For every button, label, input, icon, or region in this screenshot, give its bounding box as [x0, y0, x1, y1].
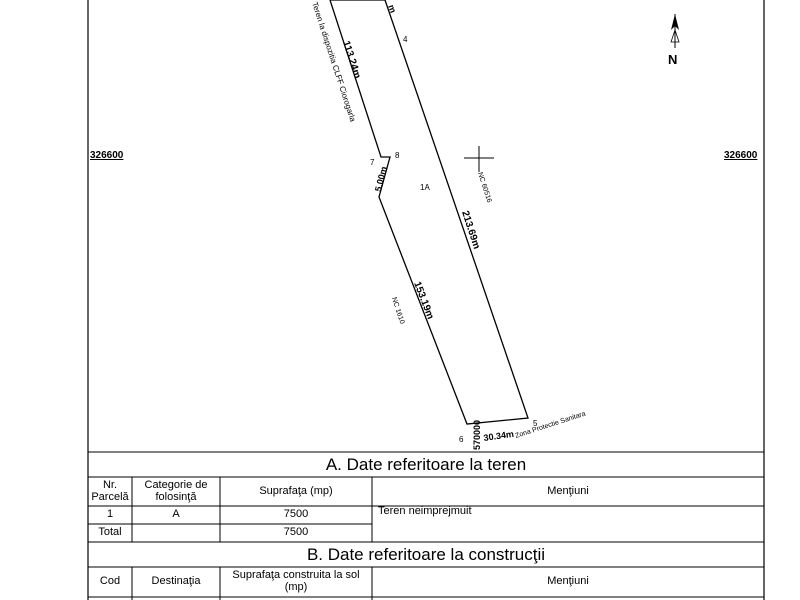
label-zona-protectie: Zona Protectie Sanitara — [514, 410, 586, 439]
section-b-title: B. Date referitoare la construcţii — [306, 544, 546, 564]
point-label-8: 8 — [395, 151, 400, 160]
section-a-total-label: Total — [98, 526, 122, 539]
section-a-row1-nr: 1 — [106, 508, 114, 521]
section-b-header-suprafata-construita: Suprafaţa construita la sol (mp) — [232, 569, 360, 593]
label-top-m: m — [386, 3, 398, 14]
grid-cross-marker-icon — [464, 146, 494, 172]
label-570000: 570000 — [472, 420, 482, 450]
section-a-header-mentiuni: Menţiuni — [547, 484, 589, 497]
grid-coordinate-right: 326600 — [724, 150, 758, 161]
section-a-row1-mentiuni: Teren neimprejmuit — [378, 505, 472, 517]
point-label-6: 6 — [459, 435, 464, 444]
section-a-total-suprafata: 7500 — [283, 526, 309, 539]
label-nc-1610: NC 1610 — [390, 296, 405, 325]
label-5-00m: 5.00m — [373, 165, 389, 192]
section-a-header-categorie: Categorie de folosinţă — [144, 478, 208, 503]
section-b-header-mentiuni: Menţiuni — [547, 575, 589, 588]
section-b-header-destinatia: Destinaţia — [151, 575, 201, 588]
section-a-row1-categorie: A — [172, 508, 180, 521]
point-label-4: 4 — [403, 35, 408, 44]
label-30-34m: 30.34m — [483, 429, 515, 443]
north-arrow-icon — [670, 14, 680, 48]
section-a-header-suprafata: Suprafaţa (mp) — [259, 484, 333, 497]
point-label-5: 5 — [533, 419, 538, 428]
section-b-header-cod: Cod — [99, 575, 121, 588]
label-nc-60516: NC 60516 — [476, 171, 492, 203]
section-a-row1-suprafata: 7500 — [283, 508, 309, 521]
label-113-24m: 113.24m — [340, 40, 363, 81]
section-a-title: A. Date referitoare la teren — [325, 454, 527, 474]
grid-coordinate-left: 326600 — [90, 150, 124, 161]
north-label: N — [668, 52, 677, 67]
data-tables-grid — [88, 451, 764, 600]
section-a-header-nr-parcela: Nr. Parcelă — [91, 478, 129, 503]
point-label-7: 7 — [370, 158, 375, 167]
parcel-boundary — [329, 0, 529, 425]
label-213-69m: 213.69m — [459, 210, 482, 251]
label-1a: 1A — [420, 183, 430, 192]
label-153-19m: 153.19m — [411, 280, 435, 321]
